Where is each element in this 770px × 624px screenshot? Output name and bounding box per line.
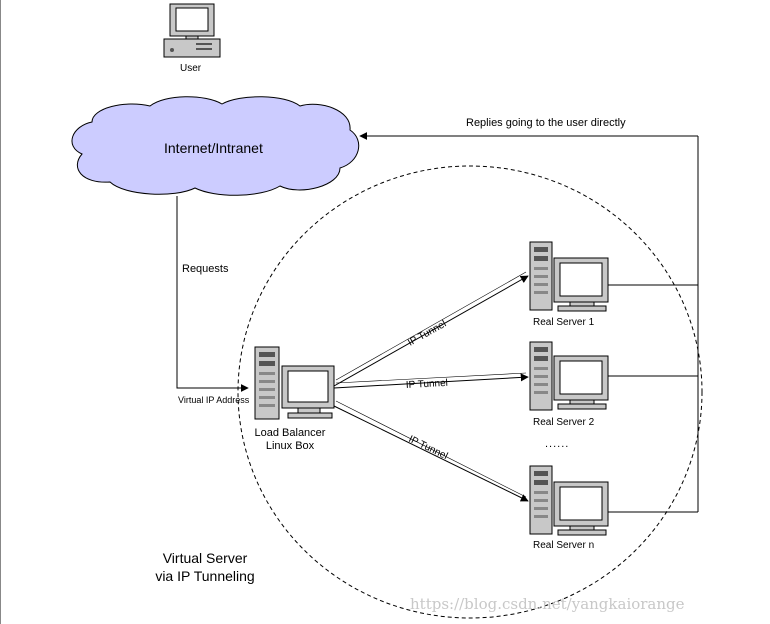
real-server-2-label: Real Server 2 bbox=[533, 417, 595, 428]
real-server-2-icon bbox=[529, 341, 609, 411]
real-server-n-label: Real Server n bbox=[533, 540, 595, 551]
user-label: User bbox=[180, 63, 202, 74]
load-balancer-icon bbox=[254, 346, 335, 420]
virtual-ip-label: Virtual IP Address bbox=[178, 395, 250, 405]
tunnel-label-2: IP Tunnel bbox=[406, 378, 449, 391]
servers-ellipsis: ...... bbox=[545, 438, 570, 450]
real-server-1-icon bbox=[529, 241, 609, 312]
watermark: https://blog.csdn.net/yangkaiorange bbox=[410, 595, 685, 613]
tunnel-arrows bbox=[333, 271, 529, 502]
tunnel-label-1: IP Tunnel bbox=[406, 319, 448, 349]
cloud-icon bbox=[71, 96, 360, 196]
requests-connector bbox=[176, 196, 249, 392]
virtual-server-boundary bbox=[237, 165, 703, 619]
replies-connector bbox=[359, 132, 699, 513]
diagram-title-line2: via IP Tunneling bbox=[155, 568, 255, 584]
tunnel-label-n: IP Tunnel bbox=[407, 434, 450, 462]
load-balancer-label-line2: Linux Box bbox=[265, 440, 315, 452]
load-balancer-label-line1: Load Balancer bbox=[254, 427, 326, 439]
real-server-1-label: Real Server 1 bbox=[533, 317, 595, 328]
requests-label: Requests bbox=[182, 263, 229, 275]
real-server-n-icon bbox=[529, 465, 609, 536]
user-computer-icon bbox=[163, 3, 221, 58]
cloud-label: Internet/Intranet bbox=[164, 140, 263, 156]
diagram-title-line1: Virtual Server bbox=[162, 550, 248, 566]
replies-label: Replies going to the user directly bbox=[466, 117, 626, 129]
